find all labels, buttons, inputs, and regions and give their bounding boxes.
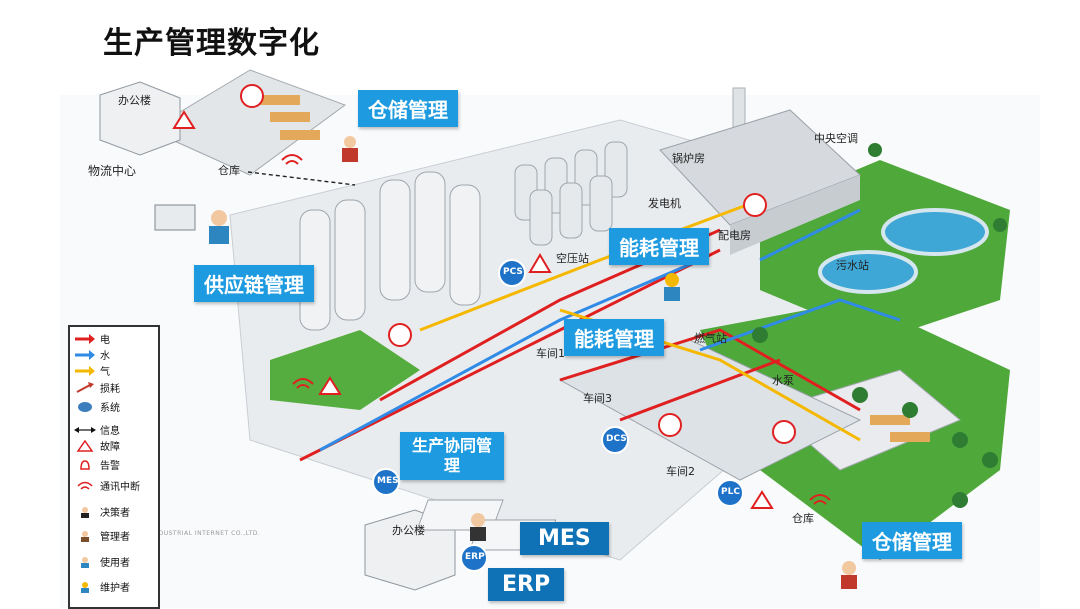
legend-maintainer: 维护者 [74, 579, 130, 594]
red-arrow-icon [75, 333, 95, 344]
callout-supply-chain: 供应链管理 [194, 265, 314, 302]
callout-warehouse-bottom: 仓储管理 [862, 522, 962, 559]
callout-erp: ERP [488, 568, 565, 601]
legend-decision: 决策者 [74, 504, 130, 519]
loss-arrow-icon [76, 381, 94, 393]
plc-badge: PLC [721, 487, 740, 497]
page-title: 生产管理数字化 [103, 26, 320, 61]
label-central-ac: 中央空调 [814, 132, 858, 145]
legend-info: 信息 [74, 422, 120, 437]
legend-gas: 气 [74, 363, 110, 378]
mes-badge: MES [377, 476, 399, 486]
maintainer-icon [81, 581, 89, 593]
label-workshop1: 车间1 [536, 347, 565, 360]
legend-alarm-label: 告警 [100, 461, 120, 472]
callout-energy-mid: 能耗管理 [564, 319, 664, 356]
legend-loss: 损耗 [74, 380, 120, 395]
dcs-badge: DCS [606, 434, 627, 444]
legend-system-label: 系统 [100, 403, 120, 414]
watermark: (AM) (SHEJIANG) INDUSTRIAL INTERNET CO.,… [92, 530, 261, 537]
alarm-bell-icon [80, 459, 90, 470]
manager-icon [81, 530, 89, 542]
legend-maintainer-label: 维护者 [100, 583, 130, 594]
callout-warehouse-top: 仓储管理 [358, 90, 458, 127]
legend-manager-label: 管理者 [100, 532, 130, 543]
label-boiler: 锅炉房 [672, 152, 705, 165]
yellow-arrow-icon [75, 365, 95, 376]
label-sewage: 污水站 [836, 259, 869, 272]
label-workshop2: 车间2 [666, 465, 695, 478]
label-warehouse-small: 仓库 [218, 164, 240, 177]
legend-loss-label: 损耗 [100, 384, 120, 395]
legend-gas-label: 气 [100, 367, 110, 378]
decision-maker-icon [81, 506, 89, 518]
double-arrow-icon [74, 426, 96, 433]
legend-water-label: 水 [100, 351, 110, 362]
label-office-top: 办公楼 [118, 94, 151, 107]
legend-manager: 管理者 [74, 528, 130, 543]
user-icon [81, 556, 89, 568]
legend-electric-label: 电 [100, 335, 110, 346]
label-gas: 燃气站 [694, 332, 727, 345]
callout-production: 生产协同管理 [400, 432, 504, 480]
callout-mes: MES [520, 522, 609, 555]
legend-electric: 电 [74, 331, 110, 346]
label-logistics: 物流中心 [88, 164, 137, 178]
label-office-bottom: 办公楼 [392, 524, 425, 537]
wifi-broken-icon [77, 481, 93, 490]
system-icon [78, 401, 92, 412]
legend-user: 使用者 [74, 554, 130, 569]
callout-energy-top: 能耗管理 [609, 228, 709, 265]
legend-user-label: 使用者 [100, 558, 130, 569]
legend-decision-label: 决策者 [100, 508, 130, 519]
label-air-pressure: 空压站 [556, 252, 589, 265]
label-power-room: 配电房 [718, 229, 751, 242]
legend-fault: 故障 [74, 438, 120, 453]
label-warehouse-bottom-small: 仓库 [792, 512, 814, 525]
legend-water: 水 [74, 347, 110, 362]
label-generator: 发电机 [648, 197, 681, 210]
label-workshop3: 车间3 [583, 392, 612, 405]
legend-fault-label: 故障 [100, 442, 120, 453]
pcs-badge: PCS [503, 267, 523, 277]
erp-badge: ERP [465, 552, 485, 562]
legend: 电 水 气 损耗 系统 信息 故障 告警 通讯中断 决策者 管理者 使 [68, 325, 160, 609]
legend-comm: 通讯中断 [74, 478, 140, 493]
legend-comm-label: 通讯中断 [100, 482, 140, 493]
blue-arrow-icon [75, 349, 95, 360]
legend-alarm: 告警 [74, 457, 120, 472]
fault-triangle-icon [76, 439, 94, 452]
label-water-pump: 水泵 [772, 374, 794, 387]
legend-system: 系统 [74, 399, 120, 414]
legend-info-label: 信息 [100, 426, 120, 437]
